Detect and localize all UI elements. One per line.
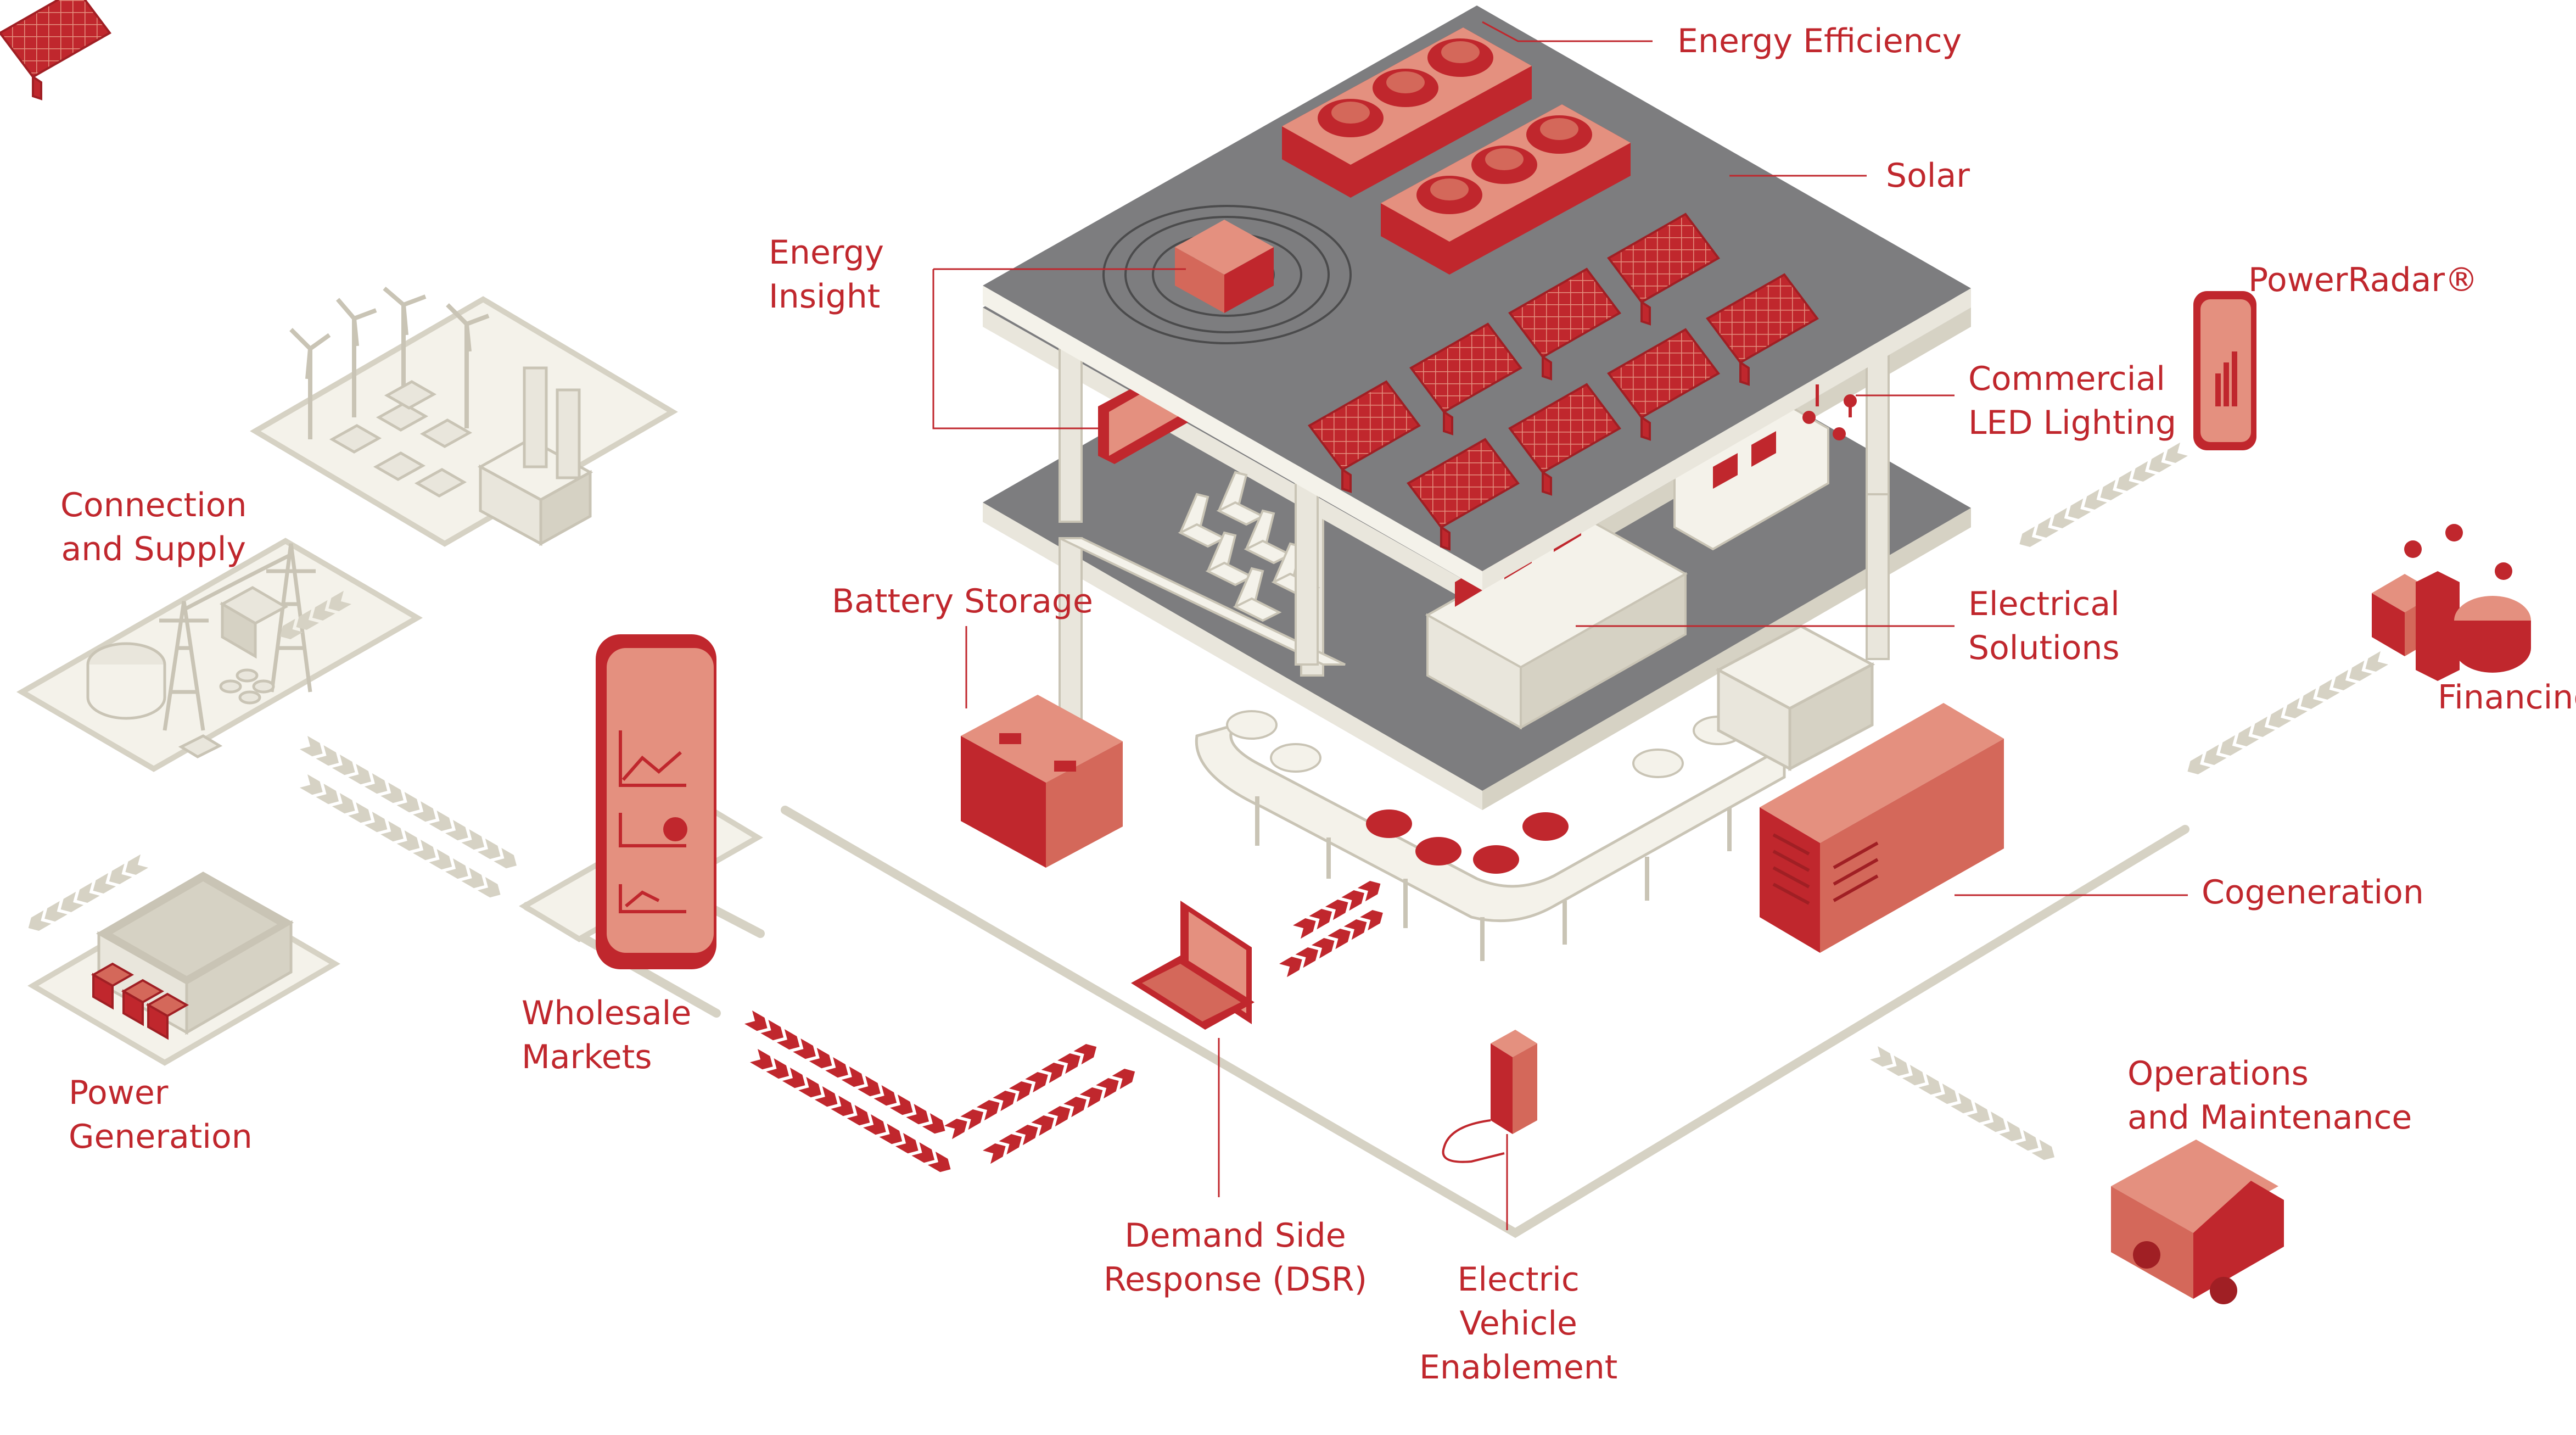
label-powerradar: PowerRadar® bbox=[2248, 258, 2478, 302]
cogeneration-unit-icon bbox=[1760, 703, 2004, 953]
label-electric-vehicle: Electric Vehicle Enablement bbox=[1419, 1258, 1617, 1389]
label-line: Vehicle bbox=[1459, 1304, 1577, 1343]
label-demand-side-response: Demand Side Response (DSR) bbox=[1104, 1214, 1367, 1302]
battery-block-icon bbox=[91, 962, 189, 1040]
label-line: Connection bbox=[60, 486, 247, 524]
factory-icon bbox=[477, 366, 593, 546]
counter bbox=[1195, 624, 1875, 961]
wind-turbine-icon bbox=[289, 286, 490, 439]
laptop-icon bbox=[1131, 901, 1255, 1030]
label-line: Cogeneration bbox=[2202, 873, 2424, 912]
platform-wind-solar bbox=[250, 286, 678, 547]
solar-panel-icon bbox=[329, 380, 473, 498]
roof bbox=[983, 5, 1971, 590]
label-line: Operations bbox=[2127, 1054, 2309, 1093]
label-energy-efficiency: Energy Efficiency bbox=[1677, 19, 1962, 63]
label-line: Enablement bbox=[1419, 1348, 1618, 1387]
label-energy-insight: Energy Insight bbox=[769, 231, 884, 319]
label-line: Demand Side bbox=[1124, 1216, 1346, 1255]
label-line: and Supply bbox=[61, 530, 246, 568]
label-line: PowerRadar® bbox=[2248, 261, 2478, 299]
platform-power-generation bbox=[27, 872, 340, 1066]
battery-icon bbox=[961, 695, 1123, 868]
label-line: Solutions bbox=[1968, 629, 2120, 667]
label-line: Battery Storage bbox=[832, 582, 1093, 621]
label-line: Financing bbox=[2438, 678, 2576, 717]
label-line: Electrical bbox=[1968, 585, 2120, 623]
label-power-generation: Power Generation bbox=[69, 1071, 253, 1159]
label-financing: Financing bbox=[2438, 675, 2576, 719]
leader-lines bbox=[932, 21, 2188, 1230]
flow-arrows-red bbox=[744, 877, 1387, 1176]
label-solar: Solar bbox=[1886, 154, 1970, 198]
label-line: Response (DSR) bbox=[1104, 1260, 1368, 1299]
label-line: Energy Efficiency bbox=[1677, 22, 1962, 60]
label-line: and Maintenance bbox=[2127, 1098, 2412, 1137]
label-line: Energy bbox=[769, 233, 884, 272]
smartphone-icon bbox=[596, 634, 716, 969]
led-light-icon bbox=[1802, 384, 1857, 440]
label-battery-storage: Battery Storage bbox=[832, 579, 1093, 623]
label-line: Power bbox=[69, 1074, 169, 1112]
van-icon bbox=[2111, 1140, 2284, 1304]
label-cogeneration: Cogeneration bbox=[2202, 870, 2424, 914]
ev-charger-icon bbox=[1442, 1030, 1537, 1163]
pylon-icon bbox=[159, 543, 316, 731]
label-operations-maintenance: Operations and Maintenance bbox=[2127, 1052, 2412, 1140]
currency-icon bbox=[2372, 524, 2531, 681]
label-line: Commercial bbox=[1968, 360, 2165, 398]
chiller-icon bbox=[1282, 27, 1631, 275]
label-line: Generation bbox=[69, 1118, 253, 1156]
label-line: Markets bbox=[522, 1038, 652, 1076]
powerradar-phone-icon bbox=[2193, 291, 2256, 450]
label-line: Electric bbox=[1457, 1260, 1580, 1299]
label-commercial-led: Commercial LED Lighting bbox=[1968, 357, 2176, 445]
label-line: Insight bbox=[769, 277, 881, 316]
label-electrical-solutions: Electrical Solutions bbox=[1968, 582, 2120, 670]
label-connection-supply: Connection and Supply bbox=[60, 483, 247, 571]
energy-insight-device bbox=[1175, 220, 1274, 313]
label-line: Solar bbox=[1886, 157, 1970, 195]
label-line: Wholesale bbox=[522, 994, 692, 1032]
label-line: LED Lighting bbox=[1968, 404, 2177, 442]
label-wholesale-markets: Wholesale Markets bbox=[522, 991, 691, 1079]
solar-array bbox=[0, 0, 1818, 550]
platform-connection-supply bbox=[16, 538, 423, 772]
